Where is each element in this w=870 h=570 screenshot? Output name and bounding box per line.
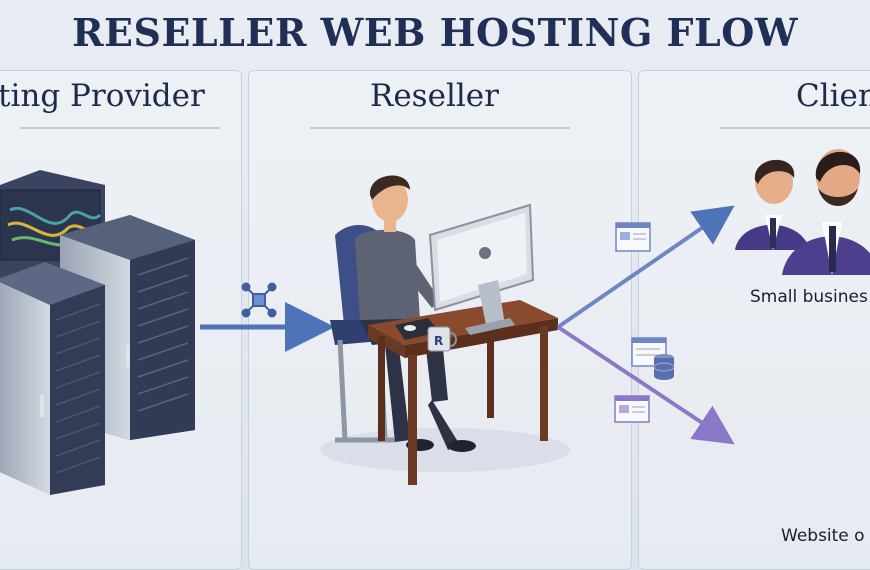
web-page-icon bbox=[615, 222, 651, 252]
reseller-heading: Reseller bbox=[370, 78, 499, 114]
small-business-label: Small busines bbox=[750, 287, 868, 307]
clients-heading: Clien bbox=[796, 78, 870, 114]
computer-icon bbox=[395, 203, 535, 340]
reseller-to-website-owners-arrow bbox=[556, 325, 735, 445]
provider-heading: ting Provider bbox=[0, 78, 205, 114]
reseller-heading-rule bbox=[310, 127, 570, 129]
database-icon bbox=[653, 354, 675, 380]
svg-text:R: R bbox=[434, 334, 443, 348]
reseller-figure bbox=[320, 175, 570, 472]
clients-heading-rule bbox=[720, 127, 870, 129]
reseller-to-small-business-arrow bbox=[556, 205, 735, 329]
server-rack-icon bbox=[0, 170, 195, 495]
small-business-avatars bbox=[735, 149, 870, 275]
website-owners-label: Website o bbox=[781, 526, 865, 546]
mug-icon: R bbox=[427, 326, 457, 352]
provider-heading-rule bbox=[20, 127, 220, 129]
web-page-icon bbox=[614, 395, 650, 423]
network-node-icon bbox=[241, 282, 277, 318]
diagram-title: RESELLER WEB HOSTING FLOW bbox=[71, 10, 799, 55]
